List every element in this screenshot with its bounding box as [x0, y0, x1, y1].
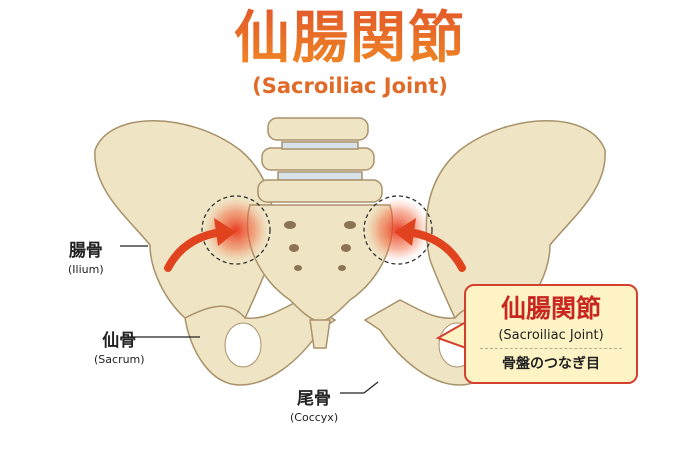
callout-subtitle: (Sacroiliac Joint): [498, 328, 604, 343]
label-sacrum-jp: 仙骨: [102, 331, 137, 351]
label-coccyx: 尾骨 (Coccyx): [290, 384, 338, 424]
label-coccyx-jp: 尾骨: [297, 389, 332, 409]
label-ilium-en: (Ilium): [68, 263, 104, 276]
vertebra: [267, 117, 369, 141]
label-ilium-jp: 腸骨: [68, 241, 103, 261]
callout-box: 仙腸関節 (Sacroiliac Joint) 骨盤のつなぎ目: [464, 284, 638, 384]
label-sacrum: 仙骨 (Sacrum): [94, 326, 145, 366]
right-arrow-icon: [404, 228, 466, 272]
vertebra: [257, 179, 383, 203]
label-coccyx-en: (Coccyx): [290, 411, 339, 424]
label-sacrum-en: (Sacrum): [94, 353, 145, 366]
page-title: 仙腸関節: [0, 6, 700, 72]
callout-divider: [480, 348, 622, 349]
callout-description: 骨盤のつなぎ目: [502, 356, 600, 372]
label-ilium: 腸骨 (Ilium): [68, 236, 104, 276]
callout-title: 仙腸関節: [500, 294, 601, 323]
left-joint-highlight: [204, 198, 268, 262]
page-subtitle: (Sacroiliac Joint): [252, 74, 448, 98]
left-arrow-icon: [164, 228, 226, 272]
coccyx: [309, 319, 331, 349]
vertebra: [261, 147, 375, 171]
